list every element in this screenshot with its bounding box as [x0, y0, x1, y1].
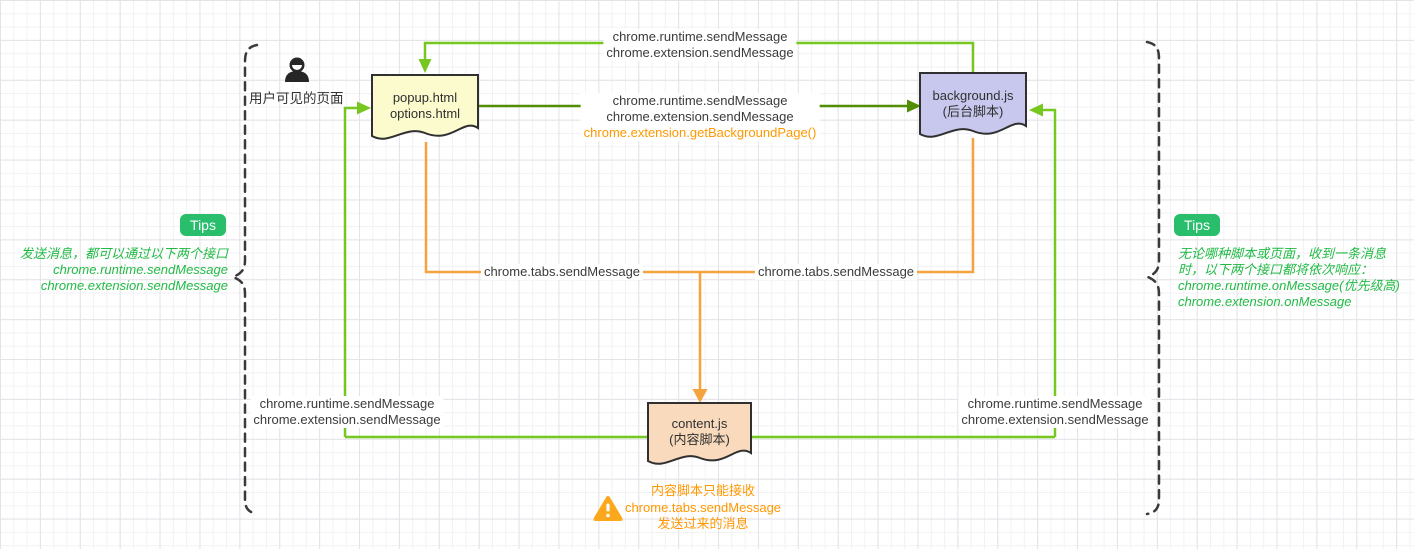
edge-popup-bg-line2: chrome.extension.sendMessage: [606, 109, 794, 124]
tips-left-line2: chrome.runtime.sendMessage: [53, 262, 228, 277]
popup-node-label: popup.html options.html: [372, 90, 478, 122]
tips-right-line2: 时，以下两个接口都将依次响应：: [1178, 262, 1374, 277]
content-node-label: content.js (内容脚本): [648, 416, 751, 448]
tips-right-line1: 无论哪种脚本或页面，收到一条消息: [1178, 246, 1387, 261]
tips-right-line3: chrome.runtime.onMessage(优先级高): [1178, 278, 1400, 293]
edge-label-tabs-left: chrome.tabs.sendMessage: [480, 264, 644, 280]
left-brace: [229, 43, 259, 516]
background-node-label: background.js (后台脚本): [920, 88, 1026, 120]
edge-popup-bg-line3: chrome.extension.getBackgroundPage(): [583, 125, 817, 140]
popup-node-shape: [371, 74, 479, 140]
edge-popup-bg-line1: chrome.runtime.sendMessage: [612, 93, 788, 108]
tips-badge-left: Tips: [180, 214, 226, 236]
arrowhead-into-content-top: [692, 389, 708, 403]
tips-right-line4: chrome.extension.onMessage: [1178, 294, 1352, 309]
warning-icon: [593, 496, 623, 521]
content-node-line1: content.js: [671, 416, 728, 431]
right-brace: [1144, 40, 1161, 516]
edge-label-content-to-popup: chrome.runtime.sendMessage chrome.extens…: [250, 396, 444, 428]
tips-left-text: 发送消息，都可以通过以下两个接口 chrome.runtime.sendMess…: [0, 246, 228, 294]
background-node-shape: [919, 72, 1027, 138]
tips-right-text: 无论哪种脚本或页面，收到一条消息 时，以下两个接口都将依次响应： chrome.…: [1178, 246, 1400, 310]
user-page-label: 用户可见的页面: [249, 91, 344, 106]
tips-badge-right: Tips: [1174, 214, 1220, 236]
edge-label-tabs-right: chrome.tabs.sendMessage: [754, 264, 918, 280]
edge-bg-popup-line1: chrome.runtime.sendMessage: [612, 29, 788, 44]
warning-line1: 内容脚本只能接收: [650, 483, 755, 498]
tips-left-line3: chrome.extension.sendMessage: [40, 278, 228, 293]
edge-content-popup-line2: chrome.extension.sendMessage: [253, 412, 441, 427]
background-node-line1: background.js: [932, 88, 1014, 103]
edge-bg-popup-line2: chrome.extension.sendMessage: [606, 45, 794, 60]
edge-label-background-to-popup: chrome.runtime.sendMessage chrome.extens…: [603, 29, 797, 61]
popup-node-line2: options.html: [389, 106, 461, 121]
arrowhead-into-background-left: [907, 99, 921, 113]
arrowhead-into-background-right: [1029, 103, 1043, 117]
edge-content-popup-line1: chrome.runtime.sendMessage: [259, 396, 435, 411]
edge-label-content-to-background: chrome.runtime.sendMessage chrome.extens…: [958, 396, 1152, 428]
content-node-shape: [647, 402, 752, 465]
user-icon: [285, 57, 309, 82]
arrowhead-into-popup-top: [418, 59, 432, 73]
warning-line2: chrome.tabs.sendMessage: [624, 499, 782, 515]
background-node-line2: (后台脚本): [942, 104, 1004, 119]
tips-left-line1: 发送消息，都可以通过以下两个接口: [19, 246, 228, 261]
content-warning-text: 内容脚本只能接收 chrome.tabs.sendMessage 发送过来的消息: [625, 483, 781, 533]
popup-node-line1: popup.html: [392, 90, 458, 105]
arrowhead-into-popup-left: [357, 101, 371, 115]
edge-label-popup-to-background: chrome.runtime.sendMessage chrome.extens…: [580, 93, 820, 141]
edge-content-bg-line1: chrome.runtime.sendMessage: [967, 396, 1143, 411]
content-node-line2: (内容脚本): [669, 432, 730, 447]
warning-line3: 发送过来的消息: [657, 516, 749, 531]
edge-content-bg-line2: chrome.extension.sendMessage: [961, 412, 1149, 427]
